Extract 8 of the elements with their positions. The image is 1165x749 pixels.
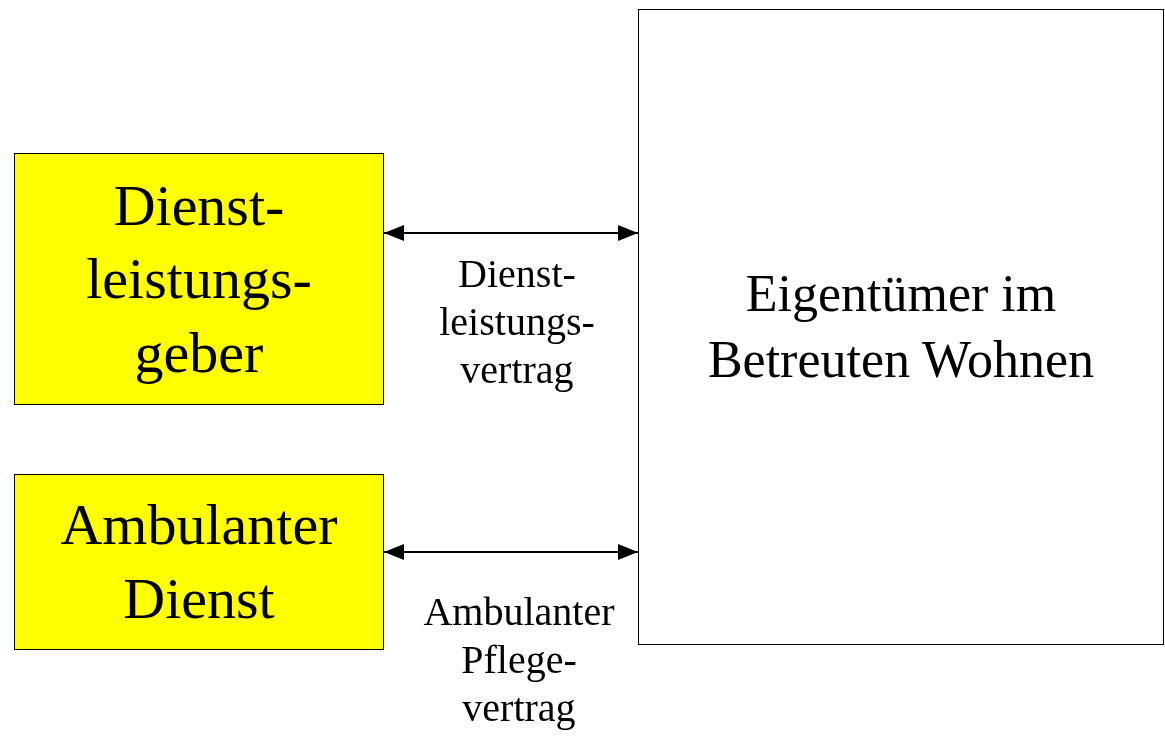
node-label: Ambulanter Dienst xyxy=(59,491,339,633)
double-arrow xyxy=(383,544,639,560)
owner-box xyxy=(638,9,1164,645)
node-label: Eigentümer im Betreuten Wohnen xyxy=(706,263,1096,390)
service-box xyxy=(14,474,384,650)
provider-box xyxy=(14,153,384,405)
double-arrow xyxy=(383,225,639,241)
node-label: Dienst- leistungs- geber xyxy=(85,171,313,387)
